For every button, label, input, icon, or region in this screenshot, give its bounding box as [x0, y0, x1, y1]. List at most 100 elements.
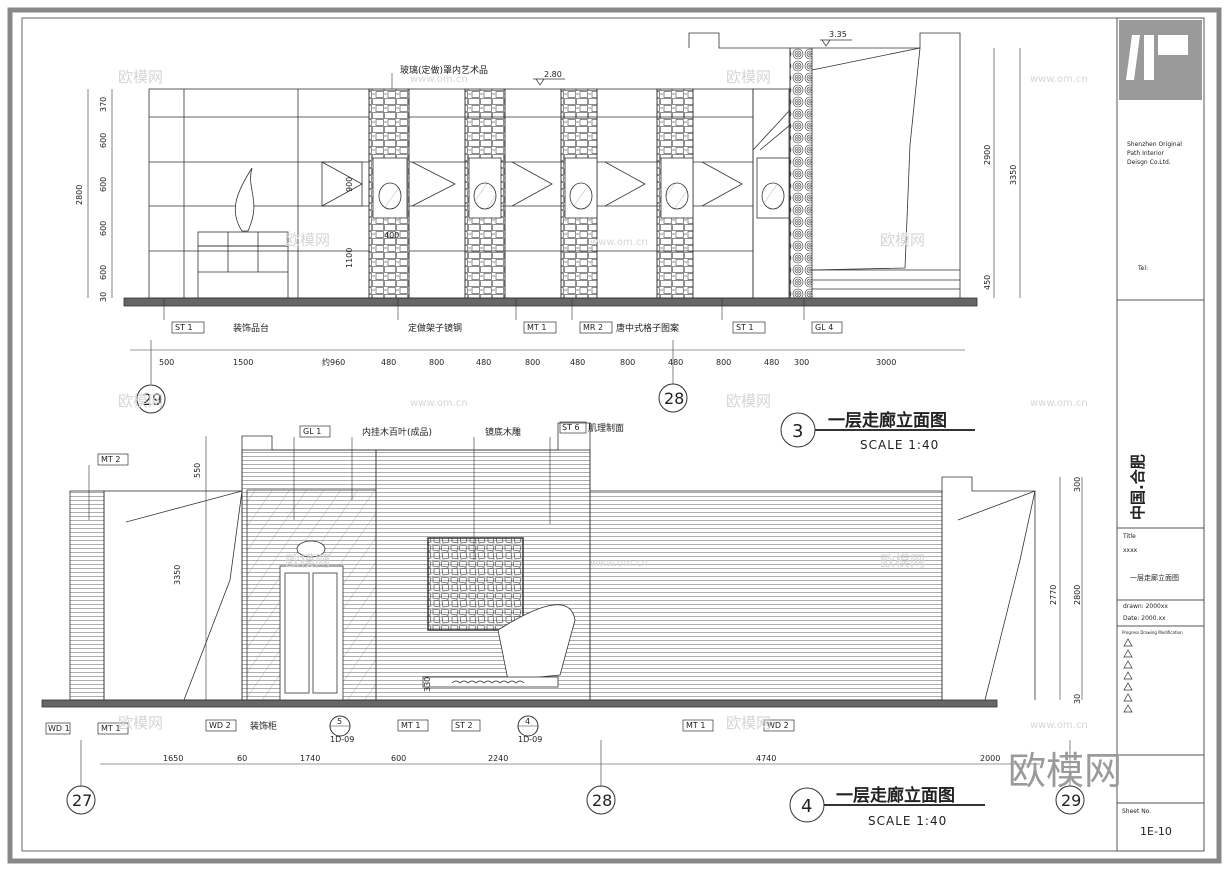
callout-tag-st1-b: ST 1	[736, 323, 754, 332]
watermark-brand-6: 欧模网	[726, 392, 771, 410]
watermark-brand-8: 欧模网	[285, 552, 330, 570]
level-mark-280: 2.80	[544, 70, 562, 79]
dim-left-3: 600	[99, 177, 108, 192]
note-glass-art: 玻璃(定做)罩内艺术品	[400, 64, 488, 76]
dim-e4-small: 330	[423, 677, 432, 692]
grid-label-28-top: 28	[664, 389, 684, 408]
dim-inner-2: 400	[384, 231, 399, 240]
dim-right-2: 450	[983, 275, 992, 290]
svg-text:xxxx: xxxx	[1123, 547, 1138, 554]
watermark-brand-7: 欧模网	[880, 552, 925, 570]
dim-h3-14: 3000	[876, 358, 896, 367]
carved-window	[427, 537, 524, 631]
callout-tag-gl1: GL 1	[303, 427, 321, 436]
watermark-site-7: www.om.cn	[1030, 720, 1088, 731]
title-elev3: 一层走廊立面图	[828, 410, 947, 431]
svg-text:drawn: 2000xx: drawn: 2000xx	[1123, 603, 1168, 610]
watermark-site-1: www.om.cn	[410, 74, 468, 85]
cabinet-door	[279, 565, 344, 701]
title-number-3: 3	[792, 421, 803, 442]
dim-h3-12: 480	[764, 358, 779, 367]
callout-tag-mt1-a: MT 1	[101, 724, 120, 733]
watermark-brand-5: 欧模网	[118, 392, 163, 410]
callout-tag-gl4: GL 4	[815, 323, 833, 332]
callout-carving: 镜底木雕	[485, 426, 521, 438]
watermark-brand-9: 欧模网	[118, 714, 163, 732]
dim-e4-right-1: 300	[1073, 477, 1082, 492]
dim-e4-right-2: 2770	[1049, 585, 1058, 605]
dim-h3-4: 480	[381, 358, 396, 367]
dim-h3-11: 800	[716, 358, 731, 367]
dim-e4-left-1: 550	[193, 463, 202, 478]
dim-left-1: 370	[99, 97, 108, 112]
tel-label: Tel:	[1137, 265, 1148, 272]
callout-tag-mr2: MR 2	[583, 323, 603, 332]
dim-h3-1: 500	[159, 358, 174, 367]
grid-bubble-27	[66, 785, 96, 815]
svg-text:Sheet No.: Sheet No.	[1122, 808, 1151, 815]
sheet-number: 1E-10	[1140, 825, 1172, 838]
callout-louvre: 内挂木百叶(成品)	[362, 426, 432, 438]
dim-left-2: 600	[99, 133, 108, 148]
dim-h3-13: 300	[794, 358, 809, 367]
callout-cabinet: 装饰柜	[250, 720, 277, 732]
elevation-3-annotations: 玻璃(定做)罩内艺术品 2.80 3.35 370 600 600 600 60…	[75, 30, 1021, 452]
elevation-4-annotations: MT 2 GL 1 内挂木百叶(成品) 镜底木雕 ST 6 肌理制面 550 3…	[45, 421, 1085, 828]
dim-h4-6: 4740	[756, 754, 776, 763]
callout-tag-st2: ST 2	[455, 721, 473, 730]
callout-texture: 肌理制面	[588, 422, 624, 434]
svg-text:Progress Drawing Modification: Progress Drawing Modification	[1122, 630, 1183, 635]
watermark-site-4: www.om.cn	[410, 398, 468, 409]
dim-right-total: 3350	[1009, 165, 1018, 185]
svg-text:Title: Title	[1122, 533, 1136, 540]
company-name-line3: Deisgn Co.Ltd.	[1127, 159, 1171, 166]
callout-tag-mt1: MT 1	[527, 323, 546, 332]
flame-sculpture	[234, 167, 255, 232]
sheet-outer-border	[7, 7, 1222, 864]
section-4-num: 4	[525, 717, 530, 726]
watermark-site-2: www.om.cn	[1030, 74, 1088, 85]
svg-text:Date: 2000.xx: Date: 2000.xx	[1123, 615, 1166, 622]
section-5-num: 5	[337, 717, 342, 726]
callout-tag-wd2: WD 2	[209, 721, 231, 730]
callout-shelf-mirror: 定做架子镜钢	[408, 322, 462, 334]
dim-left-4: 600	[99, 221, 108, 236]
dim-left-5: 600	[99, 265, 108, 280]
title-number-4: 4	[801, 796, 812, 817]
scale-elev3: SCALE 1:40	[860, 438, 939, 452]
dim-h3-5: 800	[429, 358, 444, 367]
watermark-brand-1: 欧模网	[118, 68, 163, 86]
title-block: Shenzhen Original Path Interior Deisgn C…	[1116, 17, 1205, 852]
callout-tag-mt1-b: MT 1	[401, 721, 420, 730]
grid-label-28: 28	[592, 791, 612, 810]
section-4-ref: 1D-09	[518, 735, 542, 744]
dim-h3-2: 1500	[233, 358, 253, 367]
dim-e4-right-4: 30	[1073, 694, 1082, 704]
dim-e4-right-3: 2800	[1073, 585, 1082, 605]
dim-h3-9: 800	[620, 358, 635, 367]
scale-elev4: SCALE 1:40	[868, 814, 947, 828]
dim-left-total: 2800	[75, 185, 84, 205]
company-name-line1: Shenzhen Original	[1127, 141, 1182, 148]
section-5-ref: 1D-09	[330, 735, 354, 744]
grid-bubble-29	[1055, 785, 1085, 815]
callout-decor-table: 装饰品台	[233, 322, 269, 334]
callout-tag-wd1: WD 1	[48, 724, 70, 733]
callout-lattice: 唐中式格子图案	[616, 322, 679, 334]
dim-h3-3: 约960	[322, 357, 345, 367]
grid-bubble-29-top	[136, 384, 166, 414]
elevation-3	[123, 32, 978, 307]
level-mark-335: 3.35	[829, 30, 847, 39]
callout-tag-wd2-b: WD 2	[767, 721, 789, 730]
grid-label-29: 29	[1061, 791, 1081, 810]
display-bays	[321, 88, 790, 299]
watermark-site-3: www.om.cn	[590, 237, 648, 248]
dim-h4-5: 2240	[488, 754, 508, 763]
dim-h4-4: 600	[391, 754, 406, 763]
callout-tag-mt1-c: MT 1	[686, 721, 705, 730]
dim-e4-left-2: 3350	[173, 565, 182, 585]
elevation-4	[41, 422, 1036, 708]
grid-bubble-28-top	[658, 383, 688, 413]
